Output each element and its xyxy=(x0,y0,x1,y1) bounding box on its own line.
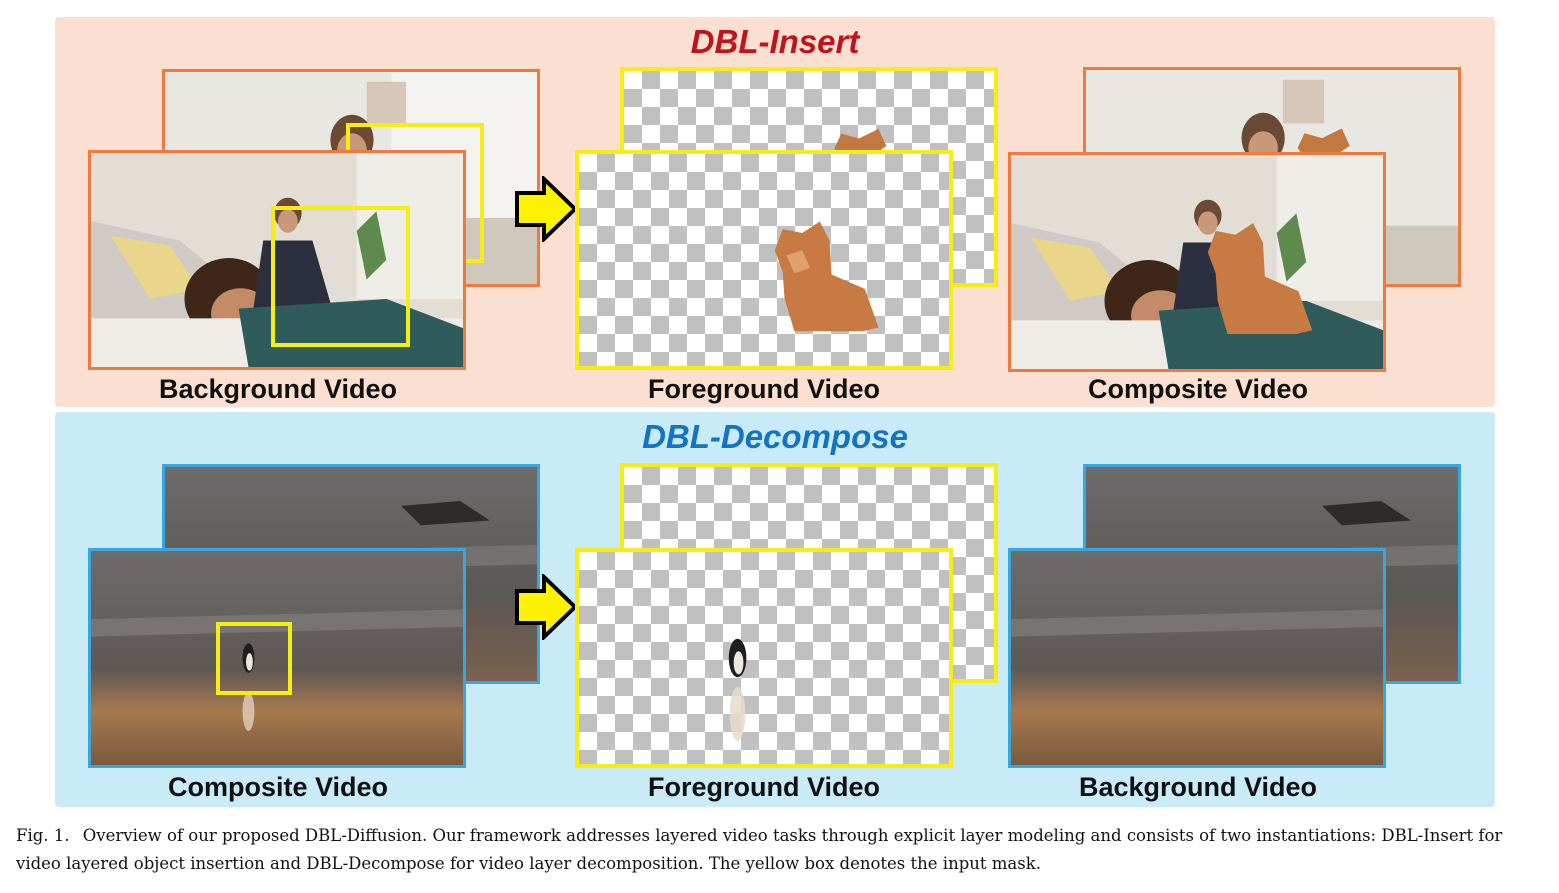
foreground-video-frame xyxy=(575,150,953,370)
decompose-label-foreground-video: Foreground Video xyxy=(647,772,880,802)
dbl-insert-title: DBL-Insert xyxy=(690,23,860,60)
arrow-right-icon xyxy=(515,176,578,242)
figure-caption: Fig. 1. Overview of our proposed DBL-Dif… xyxy=(16,822,1551,878)
composite-video-frame xyxy=(1008,152,1386,372)
decompose-composite-video-frame xyxy=(88,548,466,768)
decompose-label-background-video: Background Video xyxy=(1078,772,1318,802)
insert-label-foreground-video: Foreground Video xyxy=(647,374,880,404)
decompose-background-video-frame xyxy=(1008,548,1386,768)
decompose-foreground-video-frame xyxy=(575,548,953,768)
figure-number: Fig. 1. xyxy=(16,826,70,845)
insert-label-composite-video: Composite Video xyxy=(1087,374,1309,404)
dbl-decompose-title: DBL-Decompose xyxy=(642,418,908,455)
caption-text: Overview of our proposed DBL-Diffusion. … xyxy=(16,826,1503,873)
input-mask-box xyxy=(271,206,410,347)
decompose-label-composite-video: Composite Video xyxy=(167,772,389,802)
decompose-input-mask-box xyxy=(216,622,292,695)
insert-label-background-video: Background Video xyxy=(158,374,398,404)
arrow-right-icon xyxy=(515,574,578,640)
